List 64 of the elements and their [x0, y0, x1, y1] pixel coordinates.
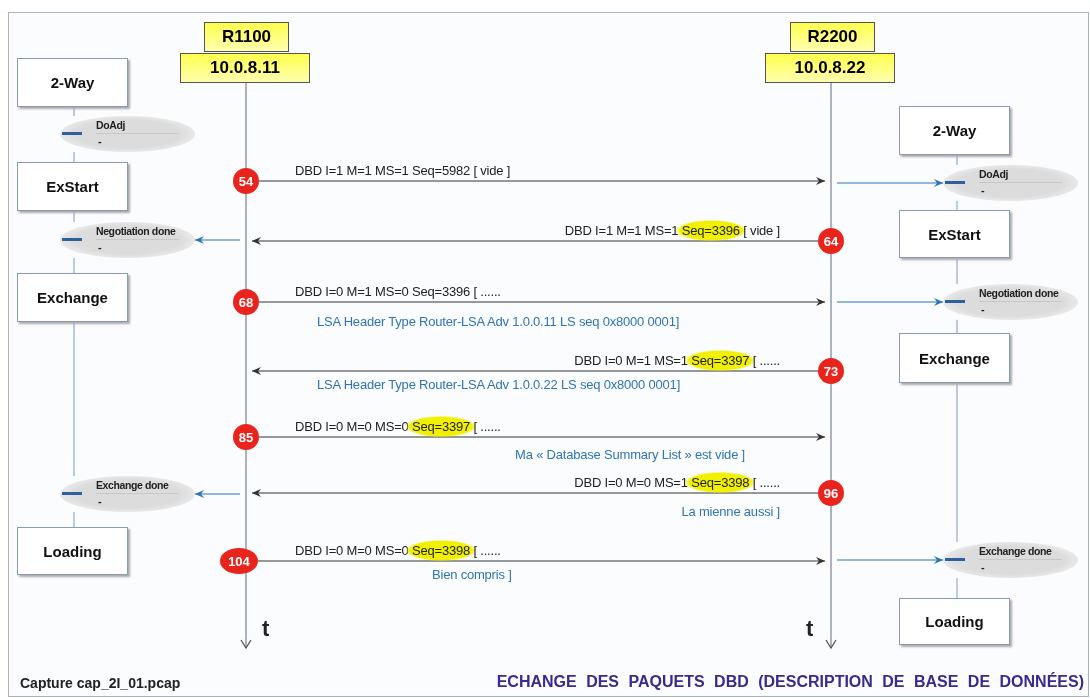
connector-line [73, 210, 75, 223]
connector-line [73, 321, 75, 477]
state-box: ExStart [17, 162, 128, 211]
time-label: t [262, 616, 270, 642]
action-text: - [98, 135, 102, 147]
router-label: 10.0.8.22 [765, 53, 895, 83]
state-box: Loading [899, 598, 1010, 645]
event-name: DoAdj [96, 119, 125, 131]
state-box: 2-Way [899, 106, 1010, 155]
connector-line [73, 106, 75, 117]
arrow [257, 557, 826, 565]
connector-line [956, 382, 958, 543]
connector-line [956, 257, 958, 285]
edge-label: DBD I=0 M=0 MS=0 Seq=3397 [ ...... [295, 419, 501, 434]
arrow [194, 236, 241, 244]
edge-label: DBD I=0 M=1 MS=1 Seq=3397 [ ...... [574, 353, 780, 368]
message-note: LSA Header Type Router-LSA Adv 1.0.0.11 LS seq 0x8000 0001] [317, 314, 680, 329]
action-text: - [981, 303, 985, 315]
edge-label: DBD I=0 M=0 MS=0 Seq=3398 [ ...... [295, 543, 501, 558]
action-text: - [98, 241, 102, 253]
edge-label: DBD I=1 M=1 MS=1 Seq=5982 [ vide ] [295, 163, 511, 178]
router-label: R2200 [790, 22, 875, 52]
message-note: Bien compris ] [432, 567, 512, 582]
action-text: - [981, 561, 985, 573]
arrow [258, 298, 826, 306]
event-name: Negotiation done [979, 287, 1059, 299]
arrow [836, 298, 944, 306]
connector-line [73, 511, 75, 528]
message-note: La mienne aussi ] [681, 504, 780, 519]
arrow [258, 177, 826, 185]
arrow [251, 367, 819, 375]
connector-line [73, 257, 75, 274]
edge-label: DBD I=0 M=1 MS=0 Seq=3396 [ ...... [295, 284, 501, 299]
state-box: 2-Way [17, 58, 128, 107]
action-text: - [98, 495, 102, 507]
arrow [251, 489, 819, 497]
event-name: Exchange done [979, 545, 1052, 557]
connector-line [956, 154, 958, 166]
state-box: ExStart [899, 210, 1010, 258]
connector-line [956, 577, 958, 599]
connector-line [956, 200, 958, 211]
time-label: t [806, 616, 814, 642]
arrow [251, 237, 819, 245]
connector-line [956, 319, 958, 334]
action-text: - [981, 184, 985, 196]
connector-line [73, 151, 75, 163]
message-note: LSA Header Type Router-LSA Adv 1.0.0.22 LS seq 0x8000 0001] [317, 377, 681, 392]
router-label: R1100 [204, 22, 289, 52]
message-note: Ma « Database Summary List » est vide ] [515, 447, 745, 462]
edge-label: DBD I=0 M=0 MS=1 Seq=3398 [ ...... [574, 475, 780, 490]
state-box: Loading [17, 527, 128, 575]
router-label: 10.0.8.11 [180, 53, 310, 83]
event-name: Exchange done [96, 479, 169, 491]
state-box: Exchange [17, 273, 128, 322]
event-name: DoAdj [979, 168, 1008, 180]
edge-label: DBD I=1 M=1 MS=1 Seq=3396 [ vide ] [564, 223, 780, 238]
arrow [836, 556, 944, 564]
arrow [836, 179, 944, 187]
arrow [194, 490, 241, 498]
caption: ECHANGE DES PAQUETS DBD (DESCRIPTION DE BASE DE DONNÉES) [496, 673, 1084, 691]
event-name: Negotiation done [96, 225, 176, 237]
capture-filename: Capture cap_2I_01.pcap [20, 675, 181, 691]
arrow [258, 433, 826, 441]
state-box: Exchange [899, 333, 1010, 383]
